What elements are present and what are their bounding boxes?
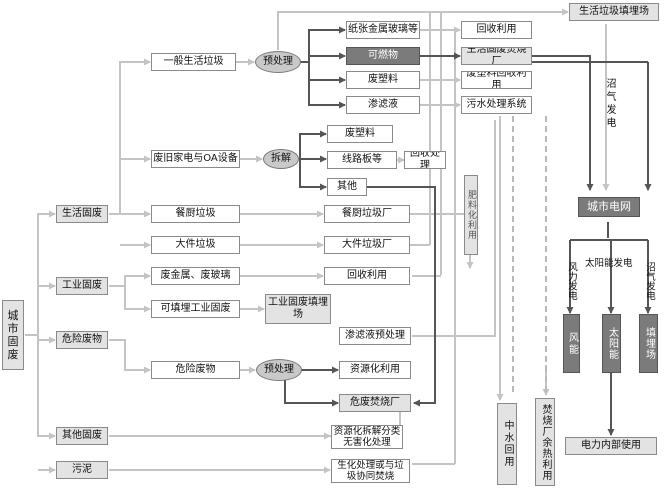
label-solar-generation: 太阳能发电 [585, 258, 633, 269]
node-domestic-waste: 生活固废 [56, 205, 108, 223]
node-sewage-system: 污水处理系统 [461, 96, 532, 114]
node-appliances: 废旧家电与OA设备 [151, 150, 240, 168]
node-paper-metal-glass: 纸张金属玻璃等 [346, 21, 420, 39]
node-leachate-pretreat: 渗滤液预处理 [339, 327, 411, 345]
node-biological-treatment: 生化处理或与垃圾协同焚烧 [331, 459, 410, 483]
node-hazardous-incinerator: 危废焚烧厂 [339, 394, 411, 412]
node-waste-heat: 焚烧厂余热利用 [535, 398, 555, 486]
node-solar: 太阳能 [602, 314, 621, 373]
node-wind-power: 风能 [563, 314, 580, 373]
node-dismantle: 拆解 [263, 149, 299, 169]
node-recycle-treatment: 回收处理 [404, 151, 446, 169]
node-scrap-metal-glass: 废金属、废玻璃 [151, 267, 240, 285]
node-kitchen-waste: 餐厨垃圾 [151, 205, 240, 223]
node-fertilizer: 肥料化利用 [464, 175, 478, 255]
node-recycle-2: 回收利用 [324, 267, 410, 285]
node-circuit-boards: 线路板等 [327, 151, 397, 169]
node-hazardous-sub: 危险废物 [151, 361, 240, 379]
node-resource-use: 资源化利用 [339, 361, 411, 379]
node-combustibles: 可燃物 [346, 47, 420, 65]
node-waste-plastic-2: 废塑料 [327, 125, 393, 143]
node-pretreat-2: 预处理 [256, 359, 302, 381]
node-bulky-plant: 大件垃圾厂 [324, 236, 410, 254]
node-incineration-plant: 生活固废焚烧厂 [461, 47, 532, 65]
node-fillable-industrial: 可填埋工业固废 [151, 300, 240, 318]
node-sludge: 污泥 [56, 461, 108, 479]
node-recycle-1: 回收利用 [461, 21, 532, 39]
label-biogas-power-1: 沼气发电 [604, 78, 615, 130]
node-kitchen-plant: 餐厨垃圾厂 [324, 205, 410, 223]
node-leachate: 渗滤液 [346, 96, 420, 114]
node-urban-waste: 城市固废 [2, 300, 24, 370]
node-other-waste: 其他固废 [56, 427, 108, 445]
node-hazardous-waste: 危险废物 [56, 331, 108, 349]
label-biogas-power-2: 沼气发电 [644, 262, 655, 300]
node-resource-dismantle: 资源化拆解分类无害化处理 [331, 425, 403, 449]
node-bulky-waste: 大件垃圾 [151, 236, 240, 254]
node-plastic-recycle: 废塑料回收利用 [461, 71, 532, 89]
label-wind-generation: 风力发电 [566, 262, 577, 300]
node-pretreat-1: 预处理 [255, 51, 301, 73]
node-domestic-landfill: 生活垃圾填埋场 [569, 3, 659, 21]
node-industrial-landfill: 工业固废填埋场 [265, 294, 331, 324]
node-waste-plastic-1: 废塑料 [346, 71, 420, 89]
node-internal-power: 电力内部使用 [565, 437, 657, 455]
node-others: 其他 [327, 178, 367, 196]
node-reclaimed-water: 中水回用 [497, 403, 517, 485]
node-general-waste: 一般生活垃圾 [151, 53, 236, 71]
node-landfill-site: 填埋场 [639, 314, 658, 373]
node-industrial-waste: 工业固废 [56, 277, 108, 295]
node-city-grid: 城市电网 [578, 197, 640, 217]
